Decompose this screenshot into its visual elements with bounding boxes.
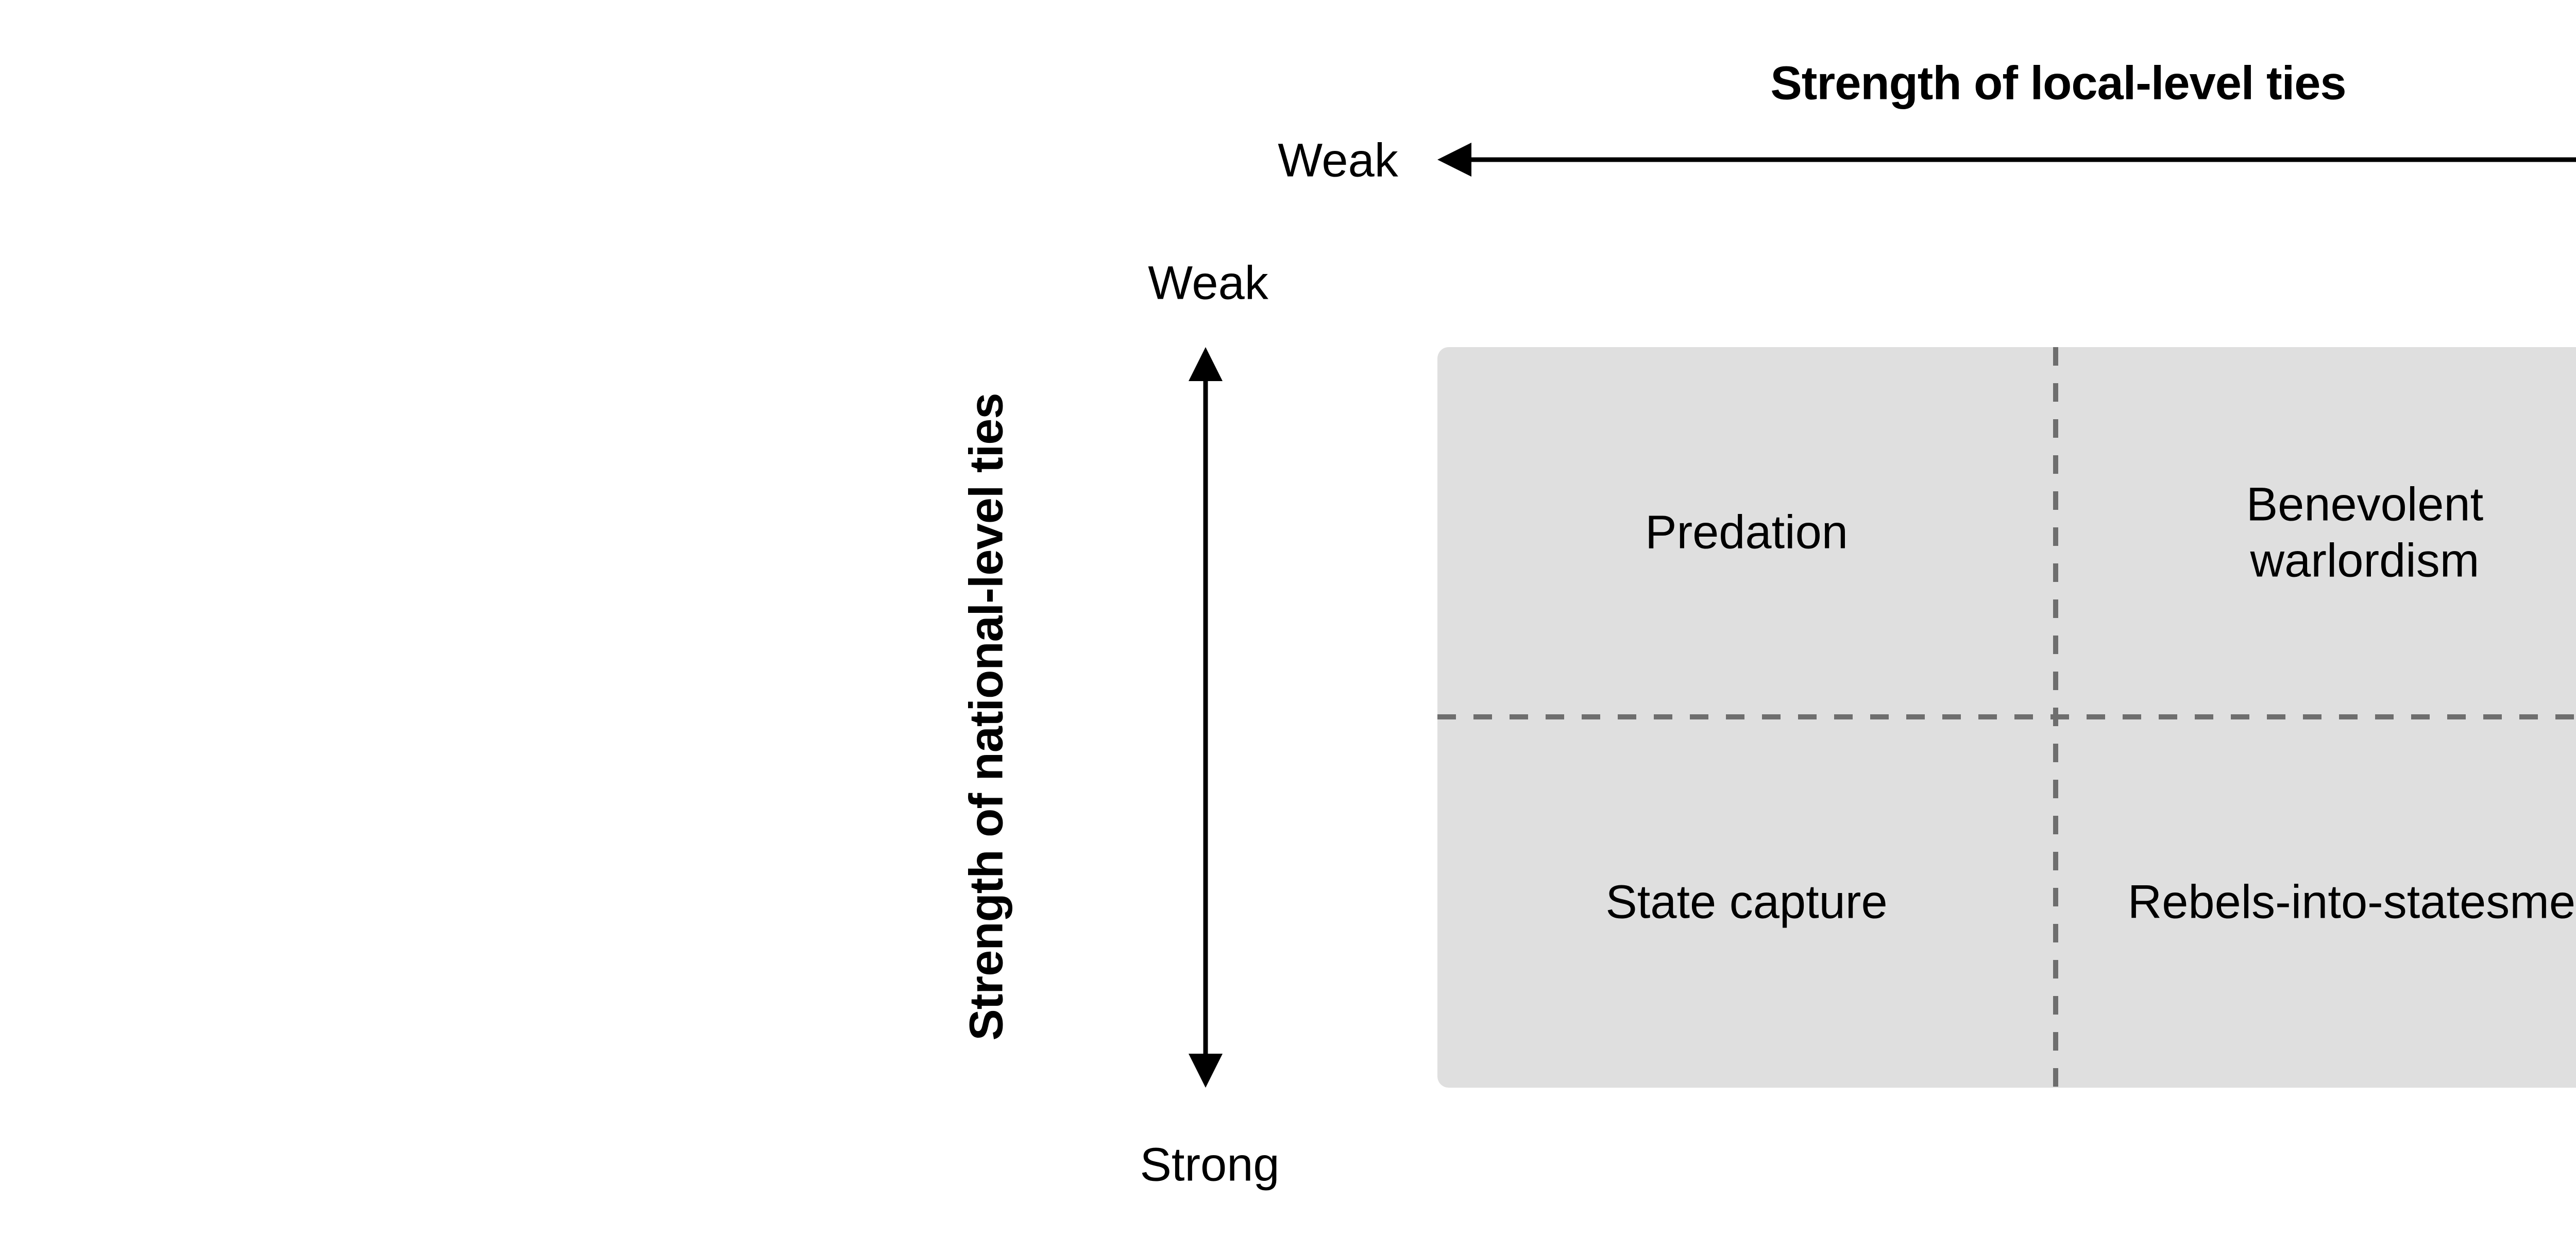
quadrant-label-top-left: Predation: [1645, 506, 1848, 559]
quadrant-label-top-right: Benevolent warlordism: [2246, 478, 2484, 587]
quadrant-matrix-box: [1437, 347, 2576, 1088]
quadrant-label-bottom-left: State capture: [1605, 876, 1888, 929]
y-axis-arrowhead-top-icon: [1189, 347, 1223, 381]
y-axis-weak-label: Weak: [1148, 256, 1268, 310]
x-axis-arrow: [1437, 143, 2576, 177]
x-axis-weak-label: Weak: [1278, 134, 1398, 187]
quadrant-label-bottom-right: Rebels-into-statesmen: [2127, 876, 2576, 929]
y-axis-arrow: [1189, 347, 1223, 1088]
y-axis-title: Strength of national-level ties: [960, 393, 1013, 1041]
y-axis-arrowhead-bottom-icon: [1189, 1054, 1223, 1088]
x-axis-arrowhead-left-icon: [1437, 143, 1471, 177]
x-axis-title: Strength of local-level ties: [1770, 57, 2346, 110]
y-axis-strong-label: Strong: [1140, 1138, 1280, 1191]
